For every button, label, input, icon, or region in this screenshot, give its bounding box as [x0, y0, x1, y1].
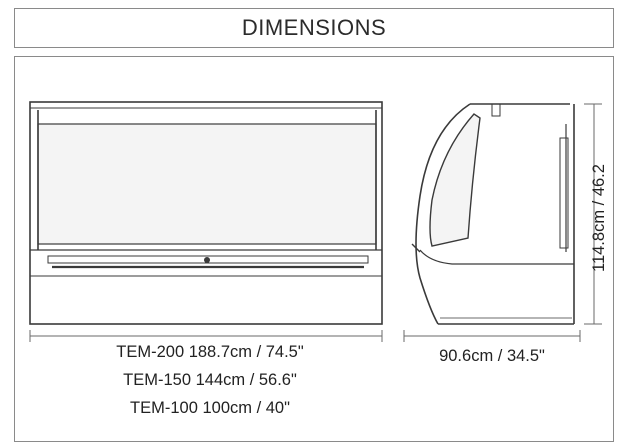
side-deck — [419, 249, 574, 265]
side-glass-inner — [429, 113, 481, 247]
side-top-fitting — [491, 103, 501, 117]
side-rear-door — [559, 137, 569, 249]
front-dimension-line — [29, 330, 383, 342]
side-deck-fitting — [411, 243, 421, 253]
page-title: DIMENSIONS — [241, 15, 387, 40]
front-view — [29, 101, 383, 325]
front-center-clip — [204, 257, 210, 263]
front-glass-panel — [37, 123, 377, 245]
diagram-frame — [14, 56, 614, 442]
side-view — [411, 103, 575, 325]
depth-label: 90.6cm / 34.5" — [439, 347, 545, 365]
depth-dimension-line — [403, 330, 581, 342]
side-glass-outer — [415, 103, 471, 325]
height-label: 114.8cm / 46.2 — [590, 164, 608, 272]
width-label-tem-100: TEM-100 100cm / 40" — [130, 399, 290, 417]
title-box: DIMENSIONS — [14, 8, 614, 48]
width-label-tem-150: TEM-150 144cm / 56.6" — [123, 371, 297, 389]
front-case-outline — [29, 101, 383, 325]
width-label-tem-200: TEM-200 188.7cm / 74.5" — [116, 343, 304, 361]
height-dimension-line — [584, 103, 602, 325]
